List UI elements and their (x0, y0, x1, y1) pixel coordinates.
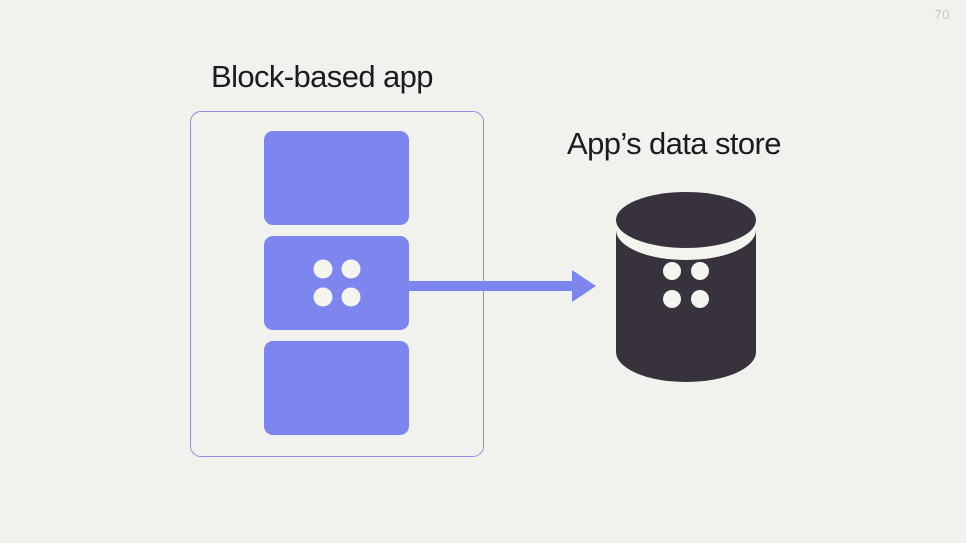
data-dot (341, 287, 360, 307)
flow-arrow-icon (404, 268, 598, 304)
app-block-plain-top[interactable] (264, 131, 409, 225)
cylinder-top (616, 192, 756, 248)
data-store-cylinder[interactable] (615, 192, 757, 382)
data-dot (313, 259, 332, 279)
block-based-app-title: Block-based app (211, 59, 434, 94)
data-dot (313, 287, 332, 307)
page-number: 70 (934, 7, 950, 22)
app-block-with-data[interactable] (264, 236, 409, 330)
cylinder-body (616, 219, 756, 382)
app-block-plain-bottom[interactable] (264, 341, 409, 435)
data-store-dots-icon (663, 262, 709, 308)
flow-arrow-svg (404, 270, 596, 302)
data-dot (663, 289, 681, 308)
block-data-dots-icon (313, 259, 360, 307)
cylinder-svg (616, 192, 756, 382)
arrow-shape (404, 270, 596, 302)
data-dot (663, 262, 681, 280)
data-store-title: App’s data store (567, 126, 781, 161)
data-dot (690, 289, 709, 308)
data-dot (341, 259, 360, 279)
data-dot (690, 262, 709, 280)
